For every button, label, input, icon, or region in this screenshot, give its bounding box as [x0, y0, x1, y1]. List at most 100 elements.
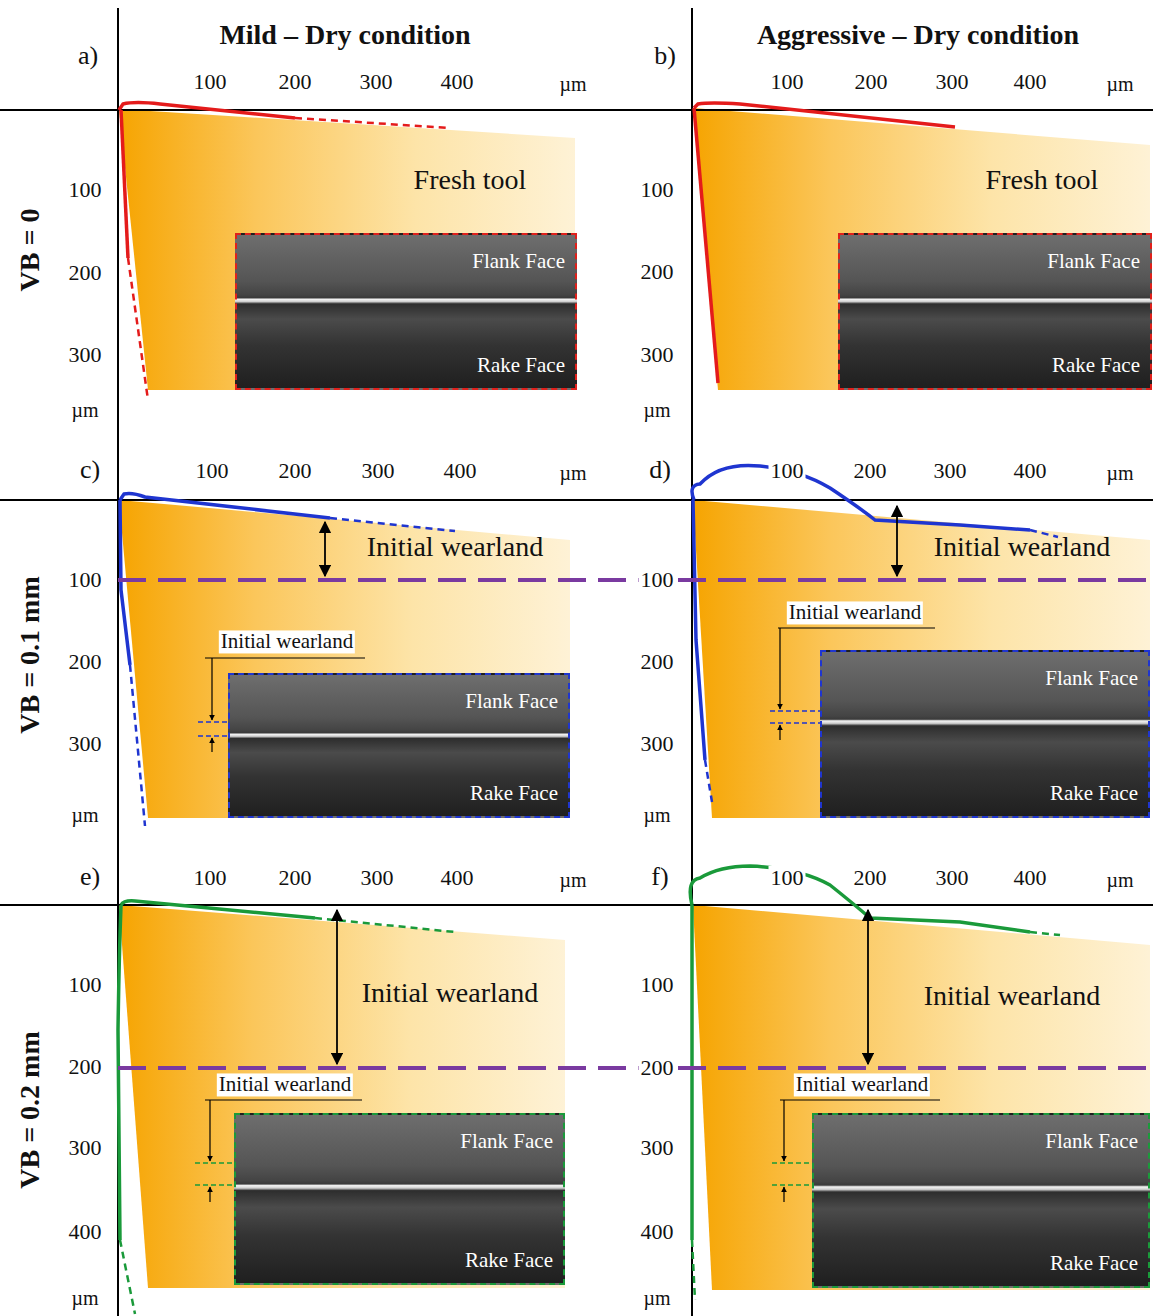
axis-tick: 300: [639, 1136, 676, 1160]
profile-line: [690, 905, 694, 1240]
leader-line: [778, 627, 935, 628]
worn-profile: [118, 866, 1060, 1314]
axis-tick: 300: [934, 866, 971, 890]
axis-line: [691, 8, 693, 1316]
row-heading: VB = 0: [15, 209, 46, 292]
axis-tick: 300: [67, 343, 104, 367]
face-label: Flank Face: [1047, 249, 1140, 274]
leader-line: [211, 738, 212, 752]
axis-tick: 400: [639, 1220, 676, 1244]
micrograph-inset: Flank FaceRake Face: [812, 1113, 1150, 1288]
wearland-edge: [772, 1184, 812, 1186]
axis-tick: 200: [67, 650, 104, 674]
axis-tick: 400: [442, 459, 479, 483]
wear-limit: [118, 580, 1153, 1068]
profile-line: [1030, 530, 1058, 537]
axis-line: [0, 109, 1153, 111]
tool-section: Initial wearlandFlank FaceRake Face: [118, 499, 571, 819]
dimension-arrow: [336, 910, 338, 1064]
wear-limit-line: [118, 578, 1153, 582]
axis-unit: µm: [557, 869, 588, 891]
profile-line: [119, 103, 295, 119]
panel-letter: b): [654, 42, 676, 71]
face-label: Flank Face: [1045, 1129, 1138, 1154]
column-heading: Mild – Dry condition: [219, 20, 470, 51]
panel-letter: a): [78, 42, 98, 71]
inset-callout: Initial wearland: [217, 1073, 353, 1096]
face-label: Rake Face: [477, 353, 565, 378]
axis-tick: 100: [67, 178, 104, 202]
axis-tick: 200: [277, 866, 314, 890]
axis-tick: 300: [639, 732, 676, 756]
axis-unit: µm: [557, 73, 588, 95]
inset-callout: Initial wearland: [787, 601, 923, 624]
axis-tick: 100: [67, 568, 104, 592]
face-label: Rake Face: [465, 1248, 553, 1273]
inset-callout: Initial wearland: [794, 1073, 930, 1096]
leader-line: [780, 1099, 940, 1100]
profile-line: [330, 518, 455, 531]
leader-line: [779, 725, 780, 740]
profile-line: [121, 110, 128, 258]
axis-tick: 200: [67, 261, 104, 285]
axis-tick: 200: [853, 70, 890, 94]
profile-line: [693, 500, 705, 760]
wearland-edge: [770, 710, 820, 712]
profile-line: [694, 103, 955, 127]
wearland-edge: [198, 721, 228, 723]
profile-line: [315, 918, 455, 932]
axis-tick: 300: [359, 866, 396, 890]
dimension-arrow: [324, 522, 326, 576]
face-label: Flank Face: [472, 249, 565, 274]
face-label: Rake Face: [1050, 781, 1138, 806]
panel-letter: d): [649, 456, 671, 485]
wearland-edge: [198, 735, 228, 737]
leader-line: [211, 658, 212, 720]
panel-letter: e): [80, 863, 100, 892]
inset-leaders: [195, 628, 940, 1202]
face-label: Rake Face: [470, 781, 558, 806]
axis-unit: µm: [1104, 462, 1135, 484]
dimension-arrow: [896, 506, 898, 576]
axis-tick: 200: [852, 866, 889, 890]
axis-tick: 400: [439, 70, 476, 94]
axis-tick: 300: [639, 343, 676, 367]
axis-tick: 100: [192, 70, 229, 94]
axis-tick: 100: [639, 568, 676, 592]
face-label: Flank Face: [465, 689, 558, 714]
profile-line: [295, 118, 450, 128]
profile-line: [690, 866, 1030, 932]
tool-section: Initial wearlandFlank FaceRake Face: [692, 499, 1152, 819]
face-label: Flank Face: [460, 1129, 553, 1154]
tool-section: Fresh toolFlank FaceRake Face: [692, 107, 1152, 391]
axis-tick: 400: [439, 866, 476, 890]
tool-label: Initial wearland: [362, 977, 538, 1009]
axis-unit: µm: [641, 804, 672, 826]
axis-tick: 300: [358, 70, 395, 94]
profile-line: [692, 1240, 695, 1300]
axis-tick: 400: [1012, 459, 1049, 483]
axis-tick: 400: [1012, 70, 1049, 94]
axis-tick: 200: [639, 260, 676, 284]
axis-unit: µm: [69, 804, 100, 826]
tool-section: Initial wearlandFlank FaceRake Face: [692, 904, 1152, 1291]
axis-unit: µm: [641, 399, 672, 421]
wear-limit-line: [118, 1066, 1153, 1070]
profile-line: [1030, 932, 1060, 935]
wearland-edge: [772, 1162, 812, 1164]
wearland-edge: [195, 1162, 234, 1164]
tool-label: Fresh tool: [414, 164, 527, 196]
axis-unit: µm: [641, 1287, 672, 1309]
panel-letter: c): [80, 456, 100, 485]
leader-line: [779, 628, 780, 709]
axis-tick: 200: [277, 459, 314, 483]
leader-line: [205, 657, 365, 658]
profile-line: [121, 901, 315, 918]
wearland-arrows: [325, 506, 897, 1064]
axis-tick: 100: [769, 866, 806, 890]
tool-label: Initial wearland: [367, 531, 543, 563]
axis-tick: 200: [277, 70, 314, 94]
leader-line: [209, 1187, 210, 1202]
